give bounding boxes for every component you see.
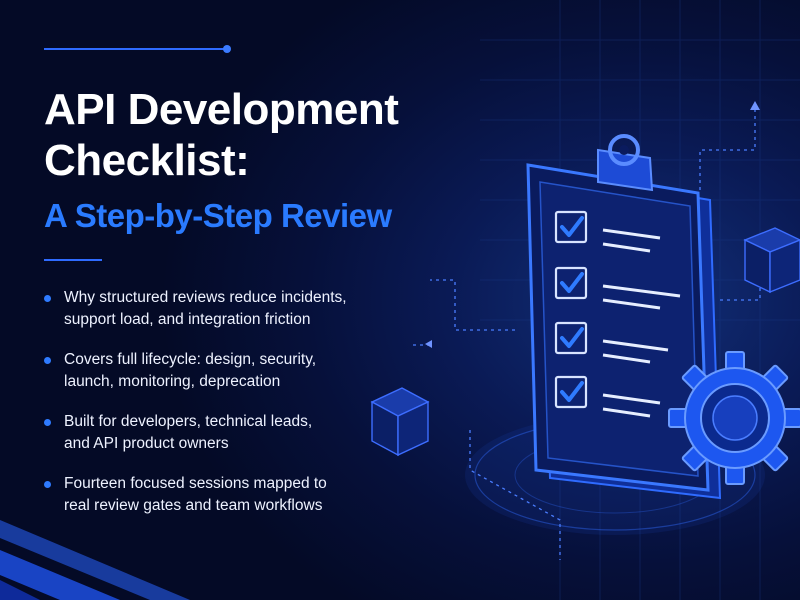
arrow-up-icon — [750, 101, 760, 110]
checkmark-icon — [560, 272, 584, 293]
bullet-item-2: Covers full lifecycle: design, security,… — [44, 349, 384, 393]
bullet-dot — [44, 295, 51, 302]
cube-icon-right — [743, 227, 800, 294]
bullet-text-line-1: Why structured reviews reduce incidents, — [64, 289, 347, 306]
checklist-row-2 — [554, 266, 681, 310]
checklist-row-4 — [554, 375, 661, 418]
checkmark-icon — [560, 216, 584, 237]
clipboard-clip — [597, 148, 654, 192]
title-line-1: API Development — [44, 85, 399, 134]
decorative-stripes — [0, 520, 190, 600]
dashed-connector-left — [430, 279, 515, 331]
arrow-left-icon — [425, 340, 432, 348]
dashed-connector-up — [699, 108, 756, 190]
bullet-text-line-1: Built for developers, technical leads, — [64, 413, 313, 430]
bullet-text-line-1: Covers full lifecycle: design, security, — [64, 351, 317, 368]
checkmark-icon — [560, 327, 584, 348]
bullet-text-line-2: support load, and integration friction — [64, 311, 311, 328]
top-accent-rule — [44, 48, 226, 50]
title-line-2: Checklist: — [44, 136, 250, 185]
checklist-row-3 — [554, 321, 669, 364]
bullet-list: Why structured reviews reduce incidents,… — [44, 287, 384, 535]
bullet-text-line-2: and API product owners — [64, 435, 229, 452]
page-subtitle: A Step-by-Step Review — [44, 197, 392, 234]
top-accent-dot — [223, 45, 231, 53]
cube-icon-left — [370, 387, 430, 457]
clip-ring — [608, 134, 640, 166]
gear-icon — [668, 351, 800, 485]
bullet-text-line-1: Fourteen focused sessions mapped to — [64, 475, 327, 492]
clip-hole — [619, 145, 629, 155]
checkmark-icon — [560, 381, 584, 402]
bullet-dot — [44, 481, 51, 488]
checklist-row-1 — [554, 210, 661, 253]
page-title: API Development Checklist: — [44, 84, 399, 186]
bullet-item-4: Fourteen focused sessions mapped to real… — [44, 473, 384, 517]
bullet-item-1: Why structured reviews reduce incidents,… — [44, 287, 384, 331]
bullet-text-line-2: real review gates and team workflows — [64, 497, 323, 514]
bullet-item-3: Built for developers, technical leads, a… — [44, 411, 384, 455]
bullet-dot — [44, 419, 51, 426]
section-divider — [44, 259, 102, 261]
bullet-dot — [44, 357, 51, 364]
dashed-connector-bottom — [469, 430, 561, 560]
bullet-text-line-2: launch, monitoring, deprecation — [64, 373, 281, 390]
